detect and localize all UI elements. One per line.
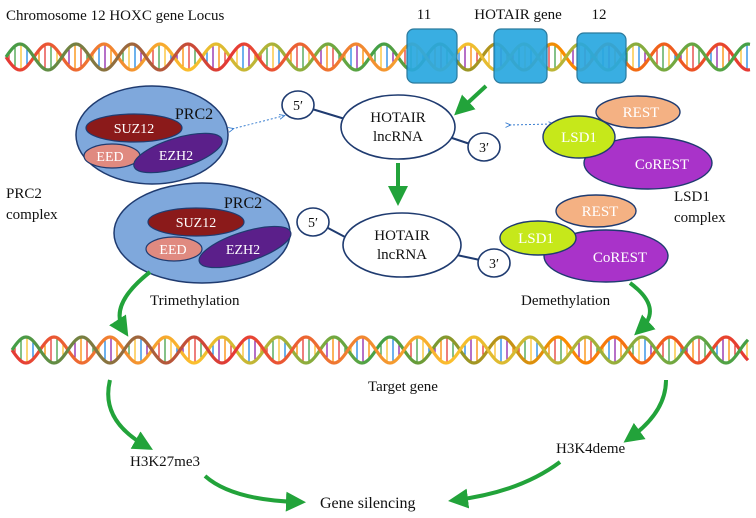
gene-box-hotair (493, 28, 548, 84)
ezh2-label-top: EZH2 (159, 149, 193, 164)
corest-label-bottom: CoREST (593, 250, 647, 266)
target-gene-label: Target gene (368, 379, 438, 395)
hotair-label-top-line1: HOTAIR (370, 110, 425, 126)
three-prime-label-top: 3′ (479, 141, 489, 156)
gene-box-11 (406, 28, 458, 84)
arrow-gene-to-hotair (454, 84, 488, 116)
five-prime-label-top: 5′ (293, 99, 303, 114)
ezh2-label-bottom: EZH2 (226, 243, 260, 258)
prc2-complex-top: PRC2 SUZ12 EED EZH2 (75, 85, 229, 185)
hotair-label-bottom-line1: HOTAIR (374, 228, 429, 244)
lsd1-complex-top: CoREST REST LSD1 (542, 95, 713, 190)
lsd1-complex-bottom: CoREST REST LSD1 (499, 194, 669, 283)
dna-strand (10, 335, 750, 365)
gene-label-11: 11 (417, 7, 431, 23)
arrow-h3k27me3-to-silencing (203, 474, 306, 512)
lsd1-label-bottom: LSD1 (518, 231, 554, 247)
hotair-lncrna-bottom: HOTAIR lncRNA 5′ 3′ (296, 207, 511, 278)
gene-label-hotair: HOTAIR gene (474, 7, 562, 23)
gene-label-12: 12 (592, 7, 607, 23)
lsd1-complex-caption-line1: LSD1 (674, 189, 710, 205)
prc2-title-bottom: PRC2 (224, 195, 262, 212)
trimethylation-label: Trimethylation (150, 293, 240, 309)
lsd1-complex-caption-line2: complex (674, 210, 726, 226)
rest-label-top: REST (623, 105, 660, 121)
eed-label-top: EED (96, 150, 123, 165)
corest-label-top: CoREST (635, 157, 689, 173)
five-prime-label-bottom: 5′ (308, 216, 318, 231)
arrow-h3k4deme-to-silencing (448, 460, 562, 509)
prc2-complex-caption-line2: complex (6, 207, 58, 223)
hotair-lsd1-interaction-line (509, 124, 552, 125)
demethylation-label: Demethylation (521, 293, 611, 309)
suz12-label-bottom: SUZ12 (176, 216, 216, 231)
h3k27me3-label: H3K27me3 (130, 454, 200, 470)
target-gene-dna-helix (10, 335, 750, 365)
arrow-trimethylation (109, 270, 152, 337)
lsd1-label-top: LSD1 (561, 130, 597, 146)
hotair-lncrna-top: HOTAIR lncRNA 5′ 3′ (281, 90, 501, 162)
arrow-demethylation (628, 281, 656, 336)
locus-title: Chromosome 12 HOXC gene Locus (6, 8, 224, 24)
prc2-title-top: PRC2 (175, 106, 213, 123)
h3k4deme-label: H3K4deme (556, 441, 625, 457)
prc2-complex-caption-line1: PRC2 (6, 186, 42, 202)
prc2-hotair-interaction-line (232, 116, 283, 129)
arrow-to-h3k27me3 (106, 379, 153, 450)
eed-label-bottom: EED (159, 243, 186, 258)
gene-box-12 (576, 32, 627, 84)
hotair-label-top-line2: lncRNA (373, 129, 423, 145)
rest-label-bottom: REST (582, 204, 619, 220)
suz12-label-top: SUZ12 (114, 122, 154, 137)
three-prime-label-bottom: 3′ (489, 257, 499, 272)
hotair-label-bottom-line2: lncRNA (377, 247, 427, 263)
chromosome-dna-helix (4, 42, 751, 72)
prc2-complex-bottom: PRC2 SUZ12 EED EZH2 (113, 182, 292, 284)
dna-strand (10, 335, 750, 365)
arrow-to-h3k4deme (623, 379, 668, 443)
gene-silencing-label: Gene silencing (320, 495, 416, 512)
